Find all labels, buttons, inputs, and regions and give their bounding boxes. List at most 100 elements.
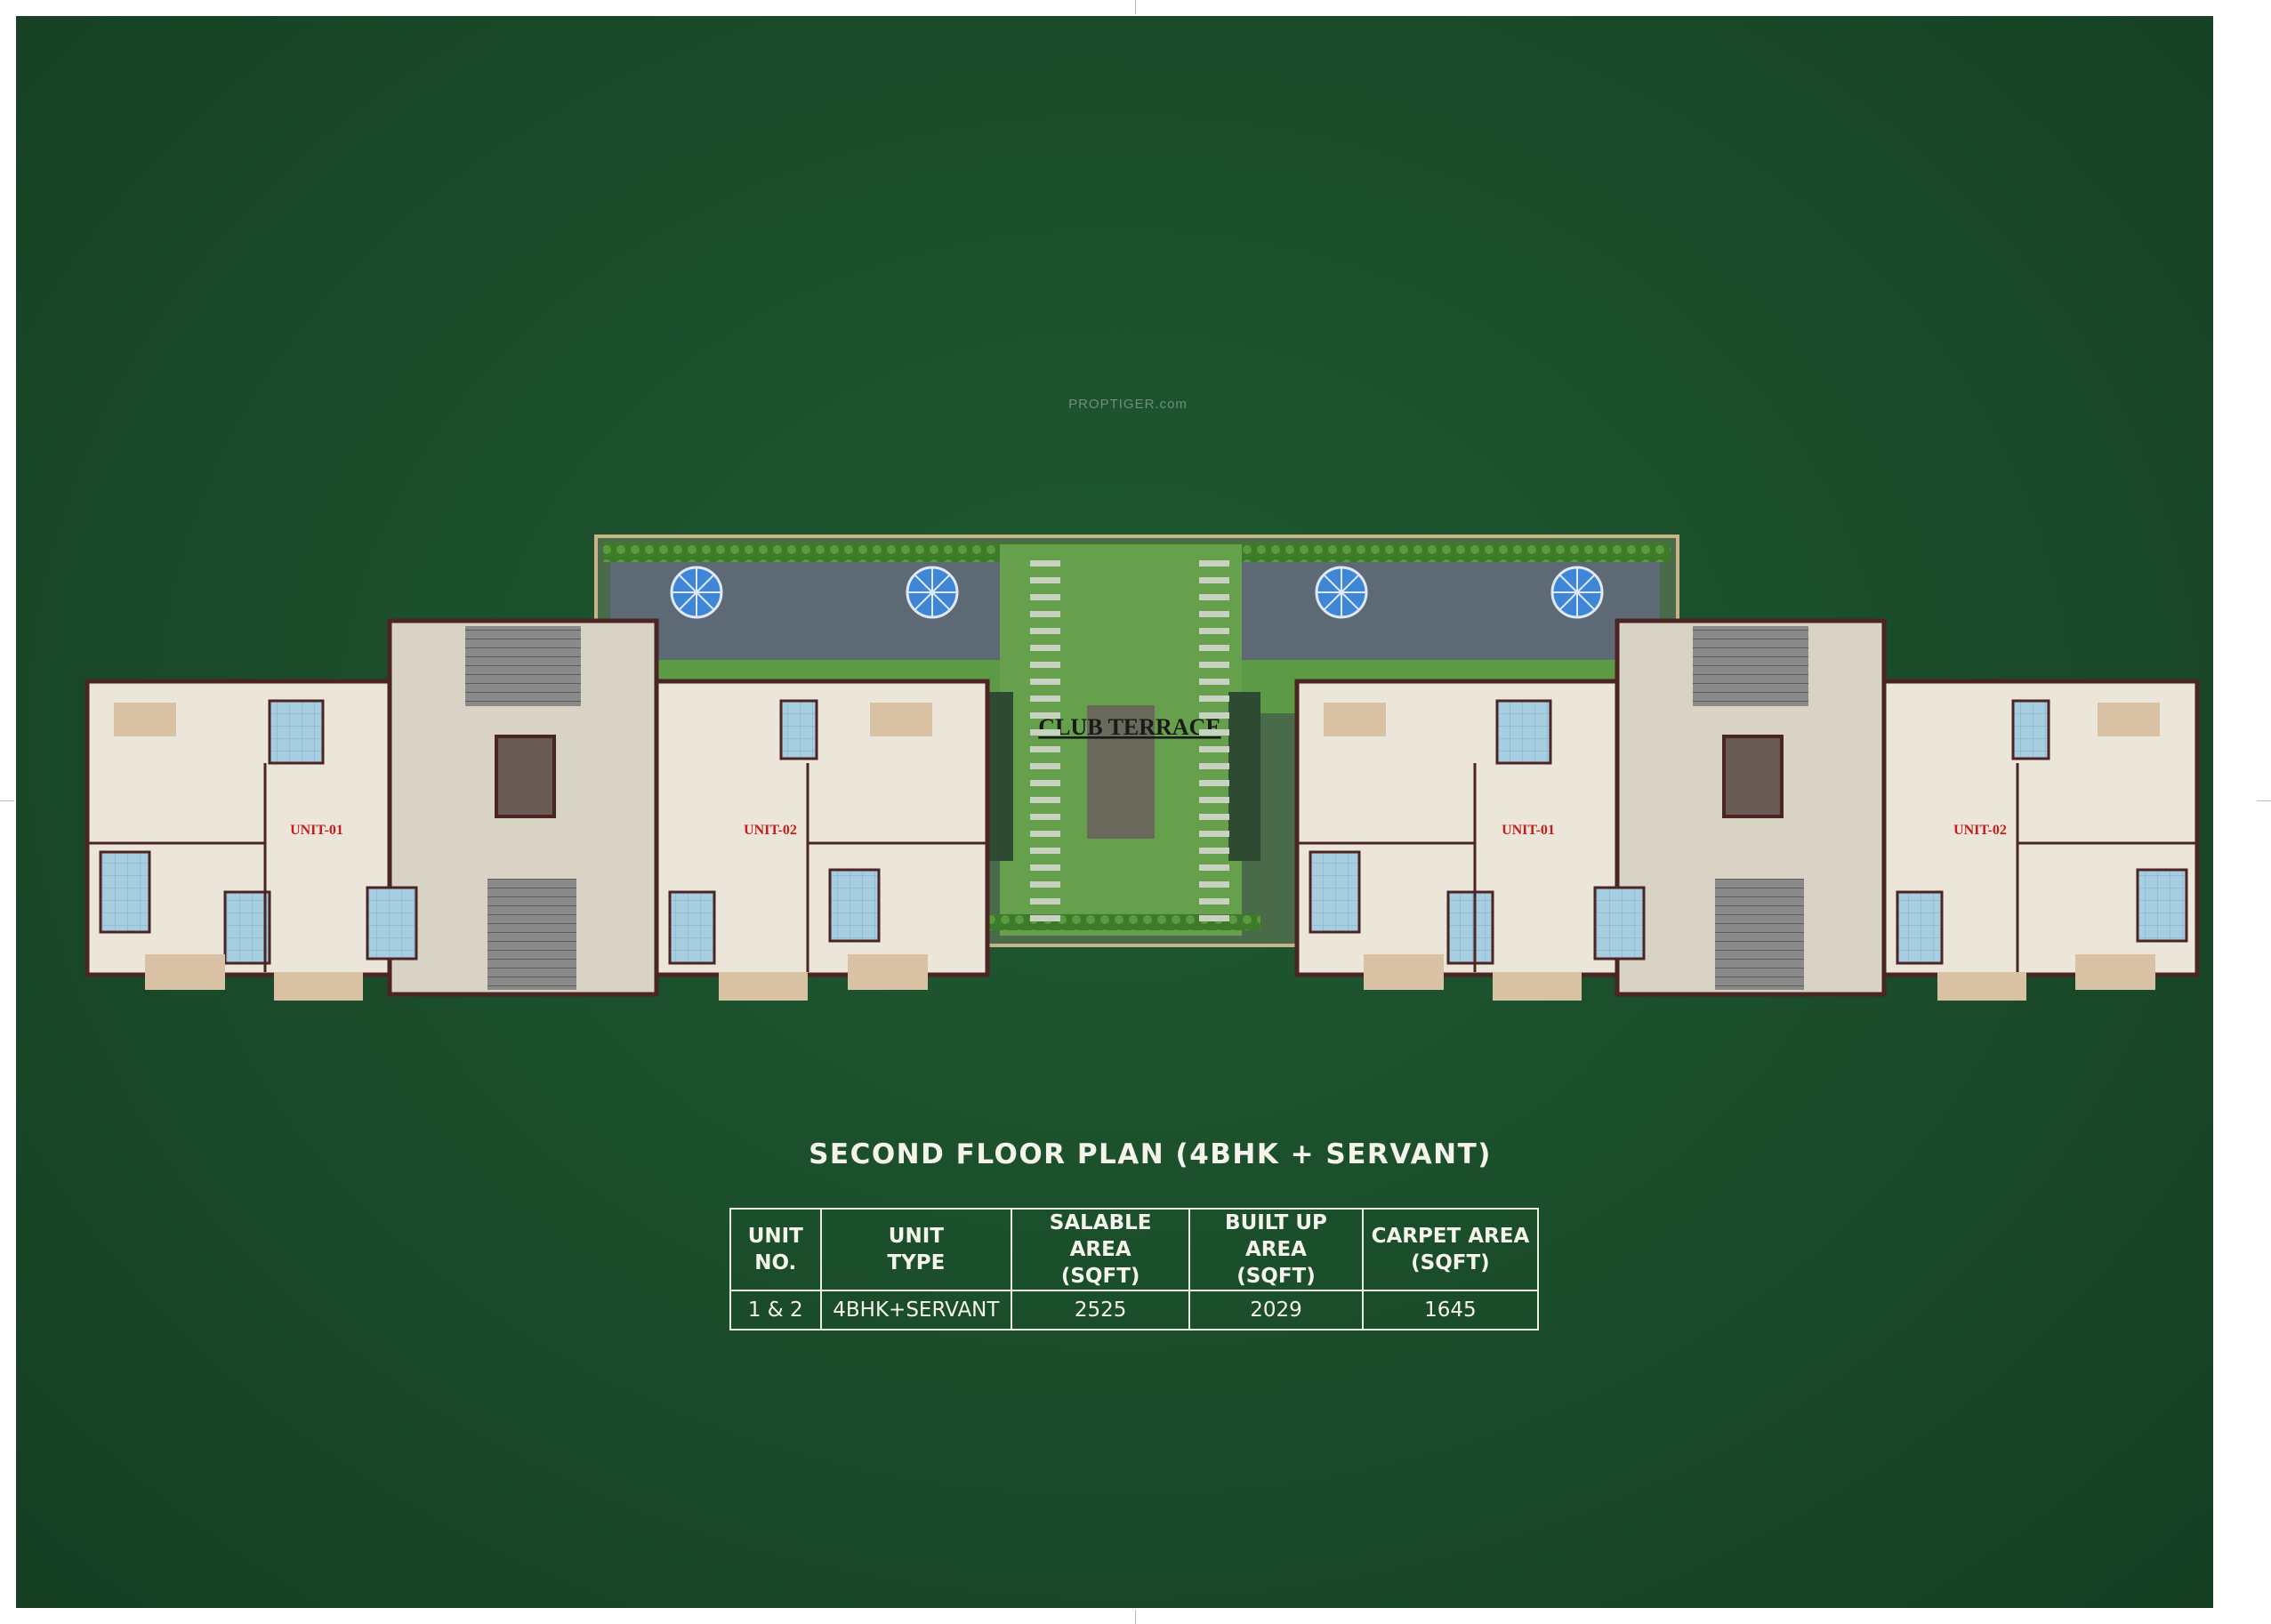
left-balcony-6 <box>870 703 932 736</box>
stepping-stone <box>1199 679 1229 685</box>
stepping-stone <box>1030 611 1060 617</box>
right-bath-3 <box>1446 890 1494 965</box>
right-bath-1 <box>1495 699 1552 765</box>
stepping-stone <box>1199 763 1229 769</box>
right-balcony-4 <box>1937 972 2026 1001</box>
header-salable-area: SALABLE AREA (SQFT) <box>1011 1208 1191 1291</box>
right-bath-7 <box>2011 699 2050 760</box>
floor-plan-diagram: CLUB TERRACE U <box>85 535 2200 1001</box>
crop-mark-left <box>0 800 14 801</box>
left-stair-bottom <box>487 879 576 990</box>
right-balcony-3 <box>1493 972 1582 1001</box>
stepping-stone <box>1199 662 1229 668</box>
left-bath-1 <box>268 699 325 765</box>
cell-unit-no: 1 & 2 <box>729 1290 822 1331</box>
right-bath-2 <box>1309 850 1361 934</box>
right-bath-5 <box>1896 890 1944 965</box>
stepping-stone <box>1199 729 1229 736</box>
right-lift <box>1722 735 1784 818</box>
pergola-right <box>1228 692 1260 861</box>
unit-label-right-1: UNIT-01 <box>1502 823 1555 838</box>
left-balcony-3 <box>274 972 363 1001</box>
header-carpet-area: CARPET AREA (SQFT) <box>1361 1208 1540 1291</box>
stepping-stone <box>1030 712 1060 719</box>
stepping-stone <box>1030 729 1060 736</box>
watermark-text: PROPTIGER.com <box>1068 397 1188 412</box>
stepping-stone <box>1199 695 1229 702</box>
stepping-stone <box>1030 560 1060 567</box>
unit-label-left-2: UNIT-02 <box>744 823 797 838</box>
left-bath-5 <box>668 890 716 965</box>
stepping-stone <box>1030 780 1060 786</box>
stepping-stone <box>1030 679 1060 685</box>
crop-mark-right <box>2257 800 2271 801</box>
right-block: UNIT-01 UNIT-02 <box>1294 618 2200 1001</box>
crop-mark-top <box>1135 0 1136 14</box>
right-balcony-6 <box>2098 703 2160 736</box>
left-bath-6 <box>828 868 881 943</box>
stepping-stone <box>1199 814 1229 820</box>
stepping-stone <box>1199 898 1229 904</box>
left-balcony-5 <box>848 954 928 990</box>
stepping-stone <box>1030 763 1060 769</box>
stepping-stone <box>1199 560 1229 567</box>
left-bath-7 <box>779 699 818 760</box>
stepping-stone <box>1199 712 1229 719</box>
stepping-stone <box>1030 746 1060 752</box>
header-unit-type: UNIT TYPE <box>819 1208 1013 1291</box>
right-balcony-1 <box>1324 703 1386 736</box>
stepping-stone <box>1199 746 1229 752</box>
stepping-stone <box>1030 814 1060 820</box>
table-row: 1 & 2 4BHK+SERVANT 2525 2029 1645 <box>729 1290 1540 1331</box>
right-balcony-2 <box>1364 954 1444 990</box>
stepping-stone <box>1199 780 1229 786</box>
stepping-stone <box>1030 594 1060 600</box>
right-stair-bottom <box>1715 879 1804 990</box>
right-bath-6 <box>2136 868 2188 943</box>
left-bath-3 <box>223 890 271 965</box>
stepping-stone <box>1199 577 1229 583</box>
stepping-stone <box>1199 797 1229 803</box>
left-lift <box>495 735 556 818</box>
cell-unit-type: 4BHK+SERVANT <box>819 1290 1013 1331</box>
umbrella-icon <box>1315 566 1368 619</box>
left-balcony-1 <box>114 703 176 736</box>
stepping-stone <box>1030 662 1060 668</box>
stepping-stones <box>1030 560 1229 921</box>
stepping-stone <box>1030 898 1060 904</box>
stepping-stone <box>1199 628 1229 634</box>
stepping-stone <box>1030 848 1060 854</box>
stepping-stone <box>1030 881 1060 888</box>
left-stair-top <box>465 626 581 706</box>
stepping-stone <box>1199 881 1229 888</box>
stepping-stone <box>1030 797 1060 803</box>
left-block: UNIT-01 UNIT-02 <box>85 618 990 1001</box>
right-bath-4 <box>1593 886 1646 961</box>
stepping-stone <box>1030 645 1060 651</box>
header-built-up-area: BUILT UP AREA (SQFT) <box>1188 1208 1364 1291</box>
stepping-stone <box>1030 864 1060 871</box>
cell-carpet-area: 1645 <box>1361 1290 1540 1331</box>
crop-mark-bottom <box>1135 1610 1136 1624</box>
stepping-stone <box>1030 628 1060 634</box>
stepping-stone <box>1199 594 1229 600</box>
umbrella-icon <box>906 566 959 619</box>
stepping-stone <box>1199 831 1229 837</box>
area-table-header-row: UNIT NO. UNIT TYPE SALABLE AREA (SQFT) B… <box>729 1208 1540 1291</box>
header-unit-no: UNIT NO. <box>729 1208 822 1291</box>
left-balcony-2 <box>145 954 225 990</box>
brochure-panel: PROPTIGER.com <box>16 16 2213 1608</box>
area-table: UNIT NO. UNIT TYPE SALABLE AREA (SQFT) B… <box>729 1208 1540 1331</box>
stepping-stone <box>1199 915 1229 921</box>
umbrella-group <box>670 566 1604 619</box>
left-bath-4 <box>366 886 418 961</box>
cell-built-up-area: 2029 <box>1188 1290 1364 1331</box>
umbrella-icon <box>1550 566 1604 619</box>
right-stair-top <box>1693 626 1808 706</box>
central-walkway <box>1087 705 1155 839</box>
unit-label-left-1: UNIT-01 <box>290 823 343 838</box>
floor-plan-title: SECOND FLOOR PLAN (4BHK + SERVANT) <box>809 1138 1492 1170</box>
terrace-label: CLUB TERRACE <box>1038 714 1220 740</box>
unit-label-right-2: UNIT-02 <box>1953 823 2007 838</box>
stepping-stone <box>1030 915 1060 921</box>
